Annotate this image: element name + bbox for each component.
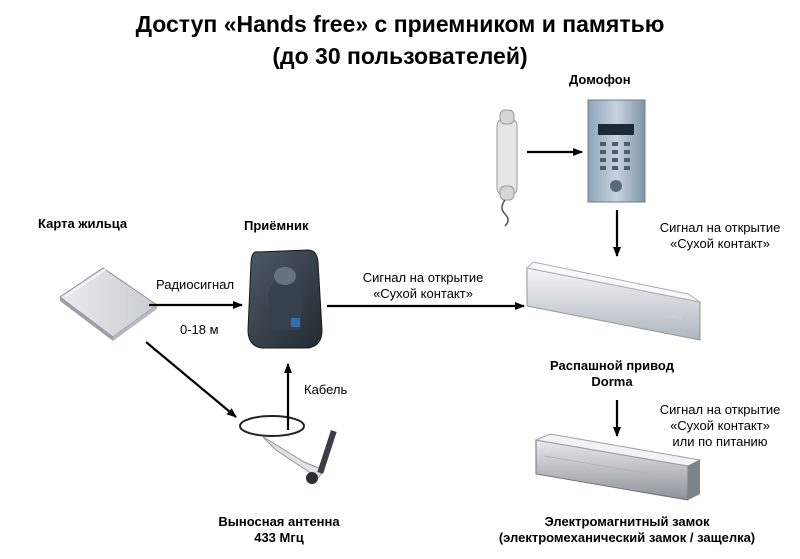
cable-label: Кабель xyxy=(304,382,348,397)
card-label: Карта жильца xyxy=(38,216,128,231)
antenna-label-line-2: 433 Мгц xyxy=(254,530,304,545)
arrow-card-to-antenna xyxy=(145,341,237,418)
range-label: 0-18 м xyxy=(180,322,219,337)
title-line-2: (до 30 пользователей) xyxy=(272,43,528,69)
door-drive-icon xyxy=(525,261,701,341)
receiver-to-drive-signal-label: Сигнал на открытие «Сухой контакт» xyxy=(348,270,498,302)
antenna-label-line-1: Выносная антенна xyxy=(218,514,340,529)
drive-label: Распашной привод Dorma xyxy=(520,358,704,390)
lock-signal-line-2: «Сухой контакт» xyxy=(670,418,770,433)
lock-label: Электромагнитный замок (электромеханичес… xyxy=(484,514,770,546)
drive-to-lock-signal-label: Сигнал на открытие «Сухой контакт» или п… xyxy=(646,402,794,450)
receiver-label: Приёмник xyxy=(244,218,309,233)
intercom-label: Домофон xyxy=(569,72,631,87)
drive-label-line-2: Dorma xyxy=(591,374,633,389)
receiver-icon xyxy=(247,249,323,349)
intercom-signal-line-1: Сигнал на открытие xyxy=(659,220,781,235)
diagram-title: Доступ «Hands free» с приемником и памят… xyxy=(0,8,800,72)
receiver-signal-line-2: «Сухой контакт» xyxy=(373,286,473,301)
lock-signal-line-3: или по питанию xyxy=(672,434,768,449)
antenna-label: Выносная антенна 433 Мгц xyxy=(196,514,362,546)
lock-signal-line-1: Сигнал на открытие xyxy=(659,402,781,417)
drive-label-line-1: Распашной привод xyxy=(550,358,674,373)
title-line-1: Доступ «Hands free» с приемником и памят… xyxy=(135,11,665,37)
radio-signal-label: Радиосигнал xyxy=(156,277,235,292)
lock-label-line-1: Электромагнитный замок xyxy=(544,514,710,529)
intercom-signal-line-2: «Сухой контакт» xyxy=(670,236,770,251)
intercom-to-drive-signal-label: Сигнал на открытие «Сухой контакт» xyxy=(650,220,790,252)
magnetic-lock-icon xyxy=(534,433,702,501)
intercom-panel-icon xyxy=(587,99,646,203)
card-icon xyxy=(59,267,158,341)
antenna-icon xyxy=(239,415,337,484)
receiver-signal-line-1: Сигнал на открытие xyxy=(362,270,484,285)
lock-label-line-2: (электромеханический замок / защелка) xyxy=(498,530,756,545)
handset-icon xyxy=(496,109,518,227)
